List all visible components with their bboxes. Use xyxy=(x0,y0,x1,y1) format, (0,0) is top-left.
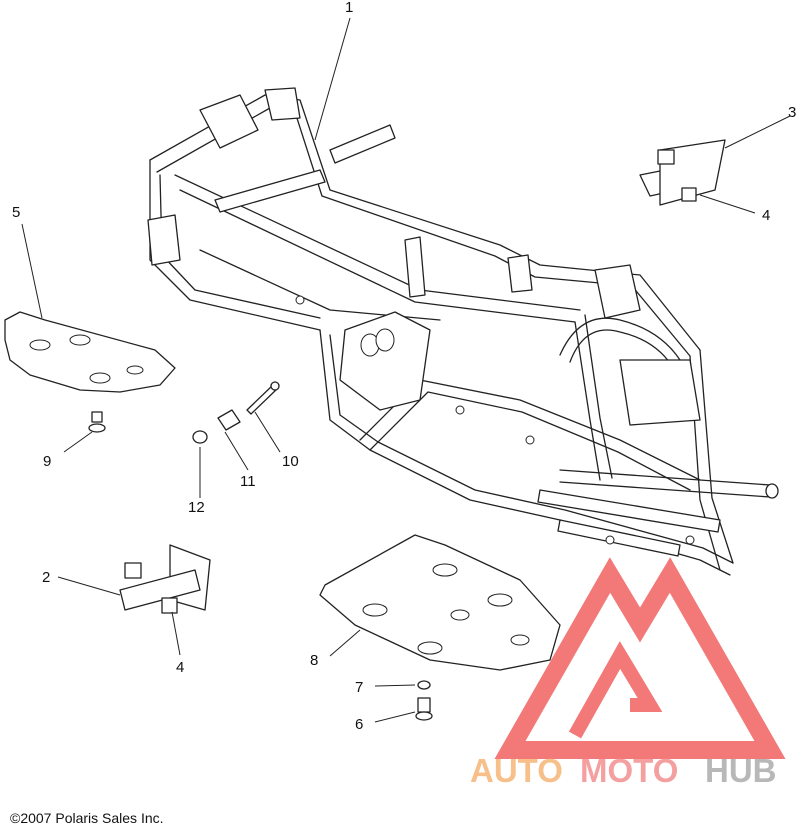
main-frame xyxy=(147,87,779,576)
copyright-notice: ©2007 Polaris Sales Inc. xyxy=(10,810,164,826)
callout-6: 6 xyxy=(355,716,363,733)
callout-12: 12 xyxy=(188,499,205,516)
watermark-logo xyxy=(494,557,786,759)
leader-lines xyxy=(21,17,791,723)
callout-4-lower: 4 xyxy=(176,659,184,676)
watermark-auto: AUTO xyxy=(470,752,563,789)
mount-bracket-2 xyxy=(119,544,211,614)
watermark-moto: MOTO xyxy=(580,752,678,789)
mount-bracket-3 xyxy=(639,139,726,206)
callout-9: 9 xyxy=(43,453,51,470)
skid-plate-5 xyxy=(4,311,176,393)
watermark-hub: HUB xyxy=(705,752,777,789)
callout-10: 10 xyxy=(282,453,299,470)
hardware xyxy=(88,381,433,721)
callout-4-upper: 4 xyxy=(762,207,770,224)
callout-3: 3 xyxy=(788,104,796,121)
watermark-text: AUTO MOTO HUB xyxy=(470,752,777,789)
callout-5: 5 xyxy=(12,204,20,221)
skid-plate-8 xyxy=(319,534,561,671)
watermark-triangle-icon xyxy=(494,557,786,759)
callout-7: 7 xyxy=(355,679,363,696)
callout-labels: 1 2 3 4 4 5 6 7 8 9 10 11 12 xyxy=(12,0,796,733)
callout-11: 11 xyxy=(240,473,256,490)
callout-8: 8 xyxy=(310,652,318,669)
callout-2: 2 xyxy=(42,569,50,586)
callout-1: 1 xyxy=(345,0,353,16)
